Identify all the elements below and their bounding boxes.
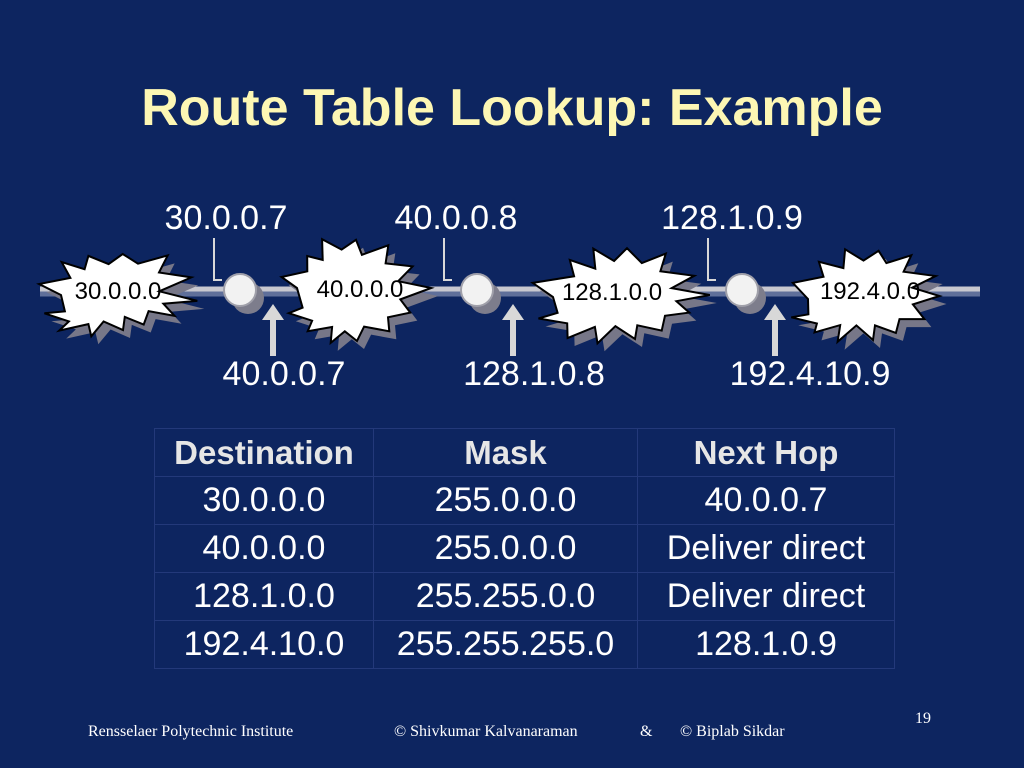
header-destination: Destination — [154, 428, 374, 477]
router3-bottom-address: 192.4.10.9 — [729, 355, 891, 393]
footer-institute: Rensselaer Polytechnic Institute — [88, 723, 294, 740]
cell-next-hop: 40.0.0.7 — [637, 476, 895, 525]
cell-next-hop: Deliver direct — [637, 572, 895, 621]
network-label-4: 192.4.0.0 — [820, 278, 920, 305]
cell-mask: 255.0.0.0 — [373, 524, 638, 573]
header-mask: Mask — [373, 428, 638, 477]
network-label-3: 128.1.0.0 — [562, 279, 662, 306]
network-cloud-3: 128.1.0.0 — [530, 246, 717, 352]
router-1 — [223, 273, 264, 314]
cell-mask: 255.255.255.0 — [373, 620, 638, 669]
cell-destination: 30.0.0.0 — [154, 476, 374, 525]
network-cloud-1: 30.0.0.0 — [36, 252, 205, 345]
network-label-2: 40.0.0.0 — [317, 276, 404, 303]
cell-destination: 40.0.0.0 — [154, 524, 374, 573]
cell-next-hop: 128.1.0.9 — [637, 620, 895, 669]
route-table-header: Destination Mask Next Hop — [154, 428, 895, 477]
router2-top-address: 40.0.0.8 — [394, 199, 518, 237]
cell-next-hop: Deliver direct — [637, 524, 895, 573]
table-row: 128.1.0.0 255.255.0.0 Deliver direct — [154, 572, 895, 621]
router1-top-address: 30.0.0.7 — [164, 199, 288, 237]
router1-bottom-address: 40.0.0.7 — [222, 355, 346, 393]
network-diagram: 30.0.0.0 40.0.0.0 128.1.0.0 192.4.0.0 — [36, 237, 980, 356]
network-cloud-2: 40.0.0.0 — [279, 237, 439, 351]
router-3 — [725, 273, 766, 314]
header-next-hop: Next Hop — [637, 428, 895, 477]
cell-destination: 128.1.0.0 — [154, 572, 374, 621]
network-cloud-4: 192.4.0.0 — [790, 247, 947, 350]
network-label-1: 30.0.0.0 — [75, 278, 162, 305]
cell-mask: 255.0.0.0 — [373, 476, 638, 525]
table-row: 192.4.10.0 255.255.255.0 128.1.0.9 — [154, 620, 895, 669]
table-row: 40.0.0.0 255.0.0.0 Deliver direct — [154, 524, 895, 573]
bottom-address-arrows — [262, 304, 786, 356]
route-table: Destination Mask Next Hop 30.0.0.0 255.0… — [154, 428, 895, 669]
table-row: 30.0.0.0 255.0.0.0 40.0.0.7 — [154, 476, 895, 525]
router2-bottom-address: 128.1.0.8 — [463, 355, 605, 393]
slide-title: Route Table Lookup: Example — [141, 79, 883, 137]
top-address-ticks — [213, 238, 716, 281]
footer-author-2: © Biplab Sikdar — [680, 723, 785, 740]
footer-ampersand: & — [640, 723, 653, 740]
cell-mask: 255.255.0.0 — [373, 572, 638, 621]
cell-destination: 192.4.10.0 — [154, 620, 374, 669]
router-2 — [460, 273, 501, 314]
footer-author-1: © Shivkumar Kalvanaraman — [394, 723, 578, 740]
page-number: 19 — [915, 710, 931, 727]
router3-top-address: 128.1.0.9 — [661, 199, 803, 237]
